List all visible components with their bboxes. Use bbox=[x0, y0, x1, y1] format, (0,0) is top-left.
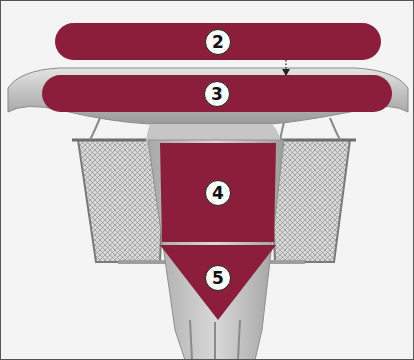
callout-number: 2 bbox=[205, 29, 231, 55]
label-panel: 4 bbox=[160, 143, 276, 242]
dotted-arrow bbox=[285, 60, 286, 75]
callout-number: 3 bbox=[204, 81, 230, 107]
label-triangle: 5 bbox=[160, 245, 276, 320]
callout-number: 5 bbox=[205, 265, 231, 291]
label-band: 2 bbox=[55, 23, 381, 60]
label-band: 3 bbox=[42, 75, 392, 112]
callout-number: 4 bbox=[205, 180, 231, 206]
